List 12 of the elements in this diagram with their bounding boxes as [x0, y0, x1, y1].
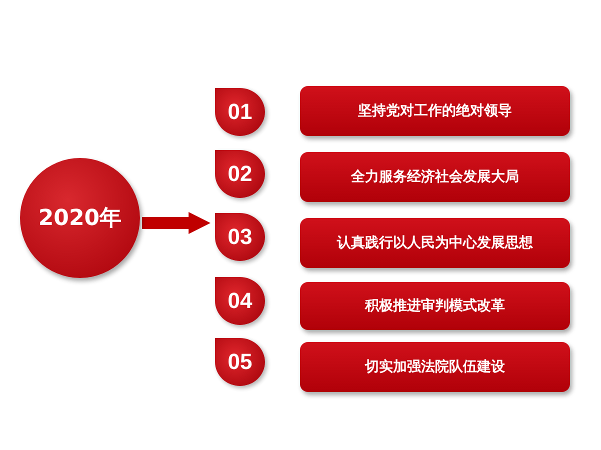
item-bar: 积极推进审判模式改革 [300, 282, 570, 330]
number-badge: 03 [215, 213, 265, 261]
number-badge: 04 [215, 277, 265, 325]
number-badge: 02 [215, 150, 265, 198]
number-badge: 05 [215, 338, 265, 386]
item-bar: 切实加强法院队伍建设 [300, 342, 570, 392]
year-circle: 2020年 [20, 158, 140, 278]
item-bar: 全力服务经济社会发展大局 [300, 152, 570, 202]
item-bar: 认真践行以人民为中心发展思想 [300, 218, 570, 268]
item-bar: 坚持党对工作的绝对领导 [300, 86, 570, 136]
block-arrow [142, 212, 211, 234]
number-badge: 01 [215, 88, 265, 136]
